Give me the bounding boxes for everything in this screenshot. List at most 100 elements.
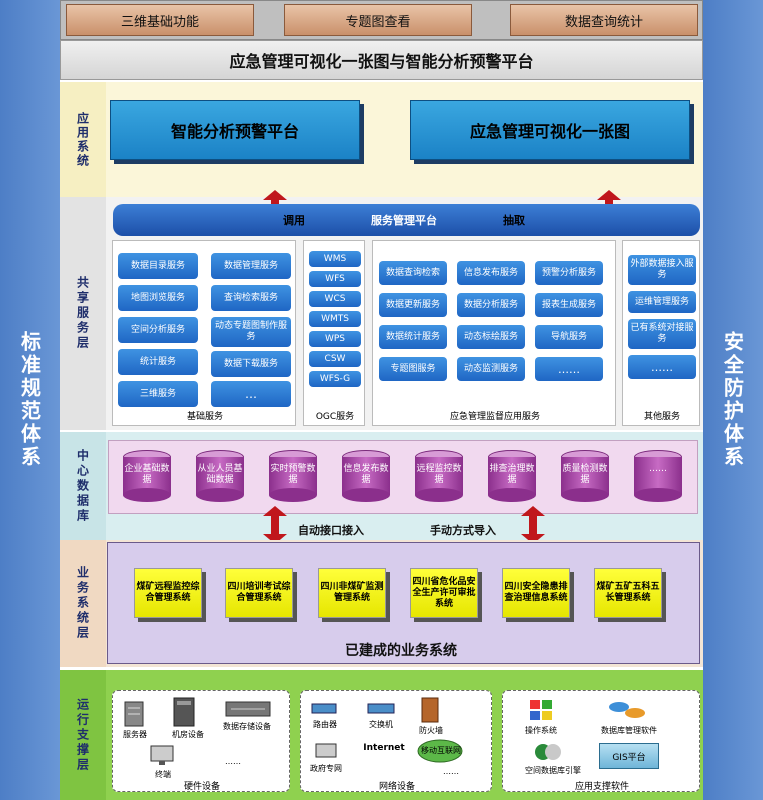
- main-title: 应急管理可视化一张图与智能分析预警平台: [229, 52, 534, 71]
- db-more[interactable]: ……: [634, 450, 682, 502]
- other-item-external[interactable]: 外部数据接入服务: [628, 255, 696, 285]
- db-enterprise[interactable]: 企业基础数据: [123, 450, 171, 502]
- app-layer-label-box: 应用系统: [60, 82, 106, 197]
- software-group: 操作系统 数据库管理软件 空间数据库引擎 GIS平台 应用支撑软件: [502, 690, 700, 792]
- db-more-label: ……: [649, 464, 667, 474]
- service-management-bar[interactable]: 调用 服务管理平台 抽取: [113, 204, 700, 236]
- ogc-item-wps[interactable]: WPS: [309, 331, 361, 347]
- net-switch-label: 交换机: [369, 720, 393, 729]
- business-layer-label-box: 业务系统层: [60, 540, 106, 667]
- basic-item-data-mgmt[interactable]: 数据管理服务: [211, 253, 291, 279]
- basic-item-dynamic-map[interactable]: 动态专题图制作服务: [211, 317, 291, 347]
- biz-system-2[interactable]: 四川非煤矿监测管理系统: [318, 568, 386, 618]
- net-internet-label: Internet: [363, 743, 405, 753]
- emergency-item-6[interactable]: 数据统计服务: [379, 325, 447, 349]
- network-group: 路由器 交换机 防火墙 Internet 政府专网 移动互联网 …… 网络设备: [300, 690, 492, 792]
- basic-item-spatial[interactable]: 空间分析服务: [118, 317, 198, 343]
- basic-item-query[interactable]: 查询检索服务: [211, 285, 291, 311]
- db-realtime-warning[interactable]: 实时预警数据: [269, 450, 317, 502]
- basic-item-catalog[interactable]: 数据目录服务: [118, 253, 198, 279]
- left-standard-bar: 标准规范体系: [0, 0, 60, 800]
- gov-network-icon: [315, 743, 337, 758]
- db-publishing-label: 信息发布数据: [343, 464, 389, 485]
- ogc-item-wms[interactable]: WMS: [309, 251, 361, 267]
- emergency-item-0[interactable]: 数据查询检索: [379, 261, 447, 285]
- db-quality-label: 质量检测数据: [562, 464, 608, 485]
- emergency-item-9[interactable]: 专题图服务: [379, 357, 447, 381]
- service-bar-title: 服务管理平台: [371, 214, 437, 227]
- ogc-item-wmts[interactable]: WMTS: [309, 311, 361, 327]
- hw-room-label: 机房设备: [172, 730, 204, 739]
- service-bar-extract: 抽取: [503, 214, 525, 227]
- other-item-more[interactable]: ……: [628, 355, 696, 379]
- biz-system-0[interactable]: 煤矿远程监控综合管理系统: [134, 568, 202, 618]
- db-publishing[interactable]: 信息发布数据: [342, 450, 390, 502]
- db-link-auto: 自动接口接入: [298, 524, 364, 537]
- basic-item-more[interactable]: …: [211, 381, 291, 407]
- top-button-thematic-label: 专题图查看: [345, 14, 411, 30]
- ogc-item-wcs[interactable]: WCS: [309, 291, 361, 307]
- top-button-3d-label: 三维基础功能: [120, 14, 199, 30]
- network-group-label: 网络设备: [378, 782, 415, 792]
- gis-platform-box[interactable]: GIS平台: [599, 743, 659, 769]
- hardware-group-label: 硬件设备: [183, 782, 220, 792]
- biz-system-3[interactable]: 四川省危化品安全生产许可审批系统: [410, 568, 478, 618]
- db-inspection[interactable]: 排查治理数据: [488, 450, 536, 502]
- basic-item-map-browse[interactable]: 地图浏览服务: [118, 285, 198, 311]
- db-realtime-label: 实时预警数据: [270, 464, 316, 485]
- spatial-engine-icon: [535, 744, 561, 760]
- biz-system-5[interactable]: 煤矿五矿五科五长管理系统: [594, 568, 662, 618]
- storage-icon: [225, 701, 271, 717]
- app-box-warning-label: 智能分析预警平台: [170, 122, 299, 141]
- ogc-item-csw[interactable]: CSW: [309, 351, 361, 367]
- ogc-item-wfs[interactable]: WFS: [309, 271, 361, 287]
- basic-item-download[interactable]: 数据下载服务: [211, 351, 291, 377]
- left-standard-label: 标准规范体系: [17, 331, 42, 469]
- switch-icon: [367, 703, 395, 714]
- basic-item-stats[interactable]: 统计服务: [118, 349, 198, 375]
- other-item-ops[interactable]: 运维管理服务: [628, 291, 696, 313]
- emergency-item-2[interactable]: 预警分析服务: [535, 261, 603, 285]
- emergency-item-1[interactable]: 信息发布服务: [457, 261, 525, 285]
- center-db-label: 中心数据库: [75, 448, 90, 524]
- emergency-item-4[interactable]: 数据分析服务: [457, 293, 525, 317]
- emergency-item-8[interactable]: 导航服务: [535, 325, 603, 349]
- arrow-db-manual: [521, 506, 545, 544]
- app-box-onemap-label: 应急管理可视化一张图: [469, 122, 630, 141]
- db-personnel-label: 从业人员基础数据: [197, 464, 243, 485]
- hw-server-label: 服务器: [123, 730, 147, 739]
- db-remote-label: 远程监控数据: [416, 464, 462, 485]
- app-box-warning-platform[interactable]: 智能分析预警平台: [110, 100, 360, 160]
- right-security-label: 安全防护体系: [720, 331, 745, 469]
- db-quality[interactable]: 质量检测数据: [561, 450, 609, 502]
- sw-os-label: 操作系统: [525, 726, 557, 735]
- net-gov-label: 政府专网: [310, 764, 342, 773]
- biz-system-1[interactable]: 四川培训考试综合管理系统: [225, 568, 293, 618]
- ogc-services-panel: WMS WFS WCS WMTS WPS CSW WFS-G OGC服务: [303, 240, 365, 426]
- db-link-manual: 手动方式导入: [430, 524, 496, 537]
- emergency-item-7[interactable]: 动态标绘服务: [457, 325, 525, 349]
- sw-engine-label: 空间数据库引擎: [525, 766, 581, 775]
- emergency-item-5[interactable]: 报表生成服务: [535, 293, 603, 317]
- db-personnel[interactable]: 从业人员基础数据: [196, 450, 244, 502]
- emergency-item-11[interactable]: ……: [535, 357, 603, 381]
- top-button-query-label: 数据查询统计: [564, 14, 643, 30]
- app-box-onemap[interactable]: 应急管理可视化一张图: [410, 100, 690, 160]
- emergency-item-3[interactable]: 数据更新服务: [379, 293, 447, 317]
- top-button-thematic[interactable]: 专题图查看: [284, 4, 472, 36]
- ogc-item-wfsg[interactable]: WFS-G: [309, 371, 361, 387]
- hw-storage-label: 数据存储设备: [223, 722, 271, 731]
- db-remote-monitor[interactable]: 远程监控数据: [415, 450, 463, 502]
- other-item-legacy[interactable]: 已有系统对接服务: [628, 319, 696, 349]
- db-inspection-label: 排查治理数据: [489, 464, 535, 485]
- app-layer-label: 应用系统: [75, 111, 90, 168]
- emergency-item-10[interactable]: 动态监测服务: [457, 357, 525, 381]
- biz-system-4[interactable]: 四川安全隐患排查治理信息系统: [502, 568, 570, 618]
- net-firewall-label: 防火墙: [419, 726, 443, 735]
- hardware-group: 服务器 机房设备 数据存储设备 终端 …… 硬件设备: [112, 690, 290, 792]
- top-button-query[interactable]: 数据查询统计: [510, 4, 698, 36]
- basic-item-3d[interactable]: 三维服务: [118, 381, 198, 407]
- top-button-3d[interactable]: 三维基础功能: [66, 4, 254, 36]
- emergency-services-panel: 数据查询检索 信息发布服务 预警分析服务 数据更新服务 数据分析服务 报表生成服…: [372, 240, 616, 426]
- dbms-icon: [609, 702, 645, 718]
